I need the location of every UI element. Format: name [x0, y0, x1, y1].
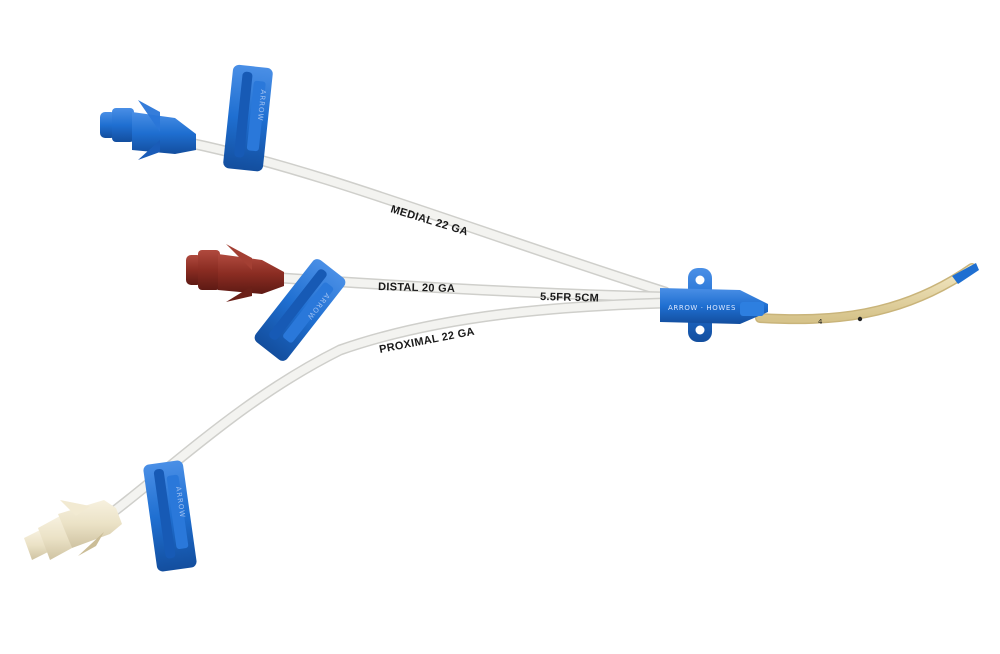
medial-luer-cap [100, 100, 196, 160]
distal-lumen-label: DISTAL 20 GA [378, 281, 455, 295]
medial-clamp: ARROW [223, 64, 273, 172]
depth-dot [857, 316, 863, 322]
proximal-clamp: ARROW [143, 460, 197, 572]
junction-hub: ARROW · HOWES [660, 268, 768, 342]
distal-clamp: ARROW [254, 259, 346, 361]
catheter-tip: 4 [755, 263, 979, 326]
catheter-size-label: 5.5FR 5CM [540, 291, 599, 305]
hub-brand: ARROW · HOWES [668, 304, 736, 312]
medial-clamp-brand: ARROW [256, 89, 267, 122]
distal-luer-cap [186, 244, 284, 302]
proximal-luer-cap [24, 500, 122, 560]
depth-marker: 4 [818, 318, 823, 326]
